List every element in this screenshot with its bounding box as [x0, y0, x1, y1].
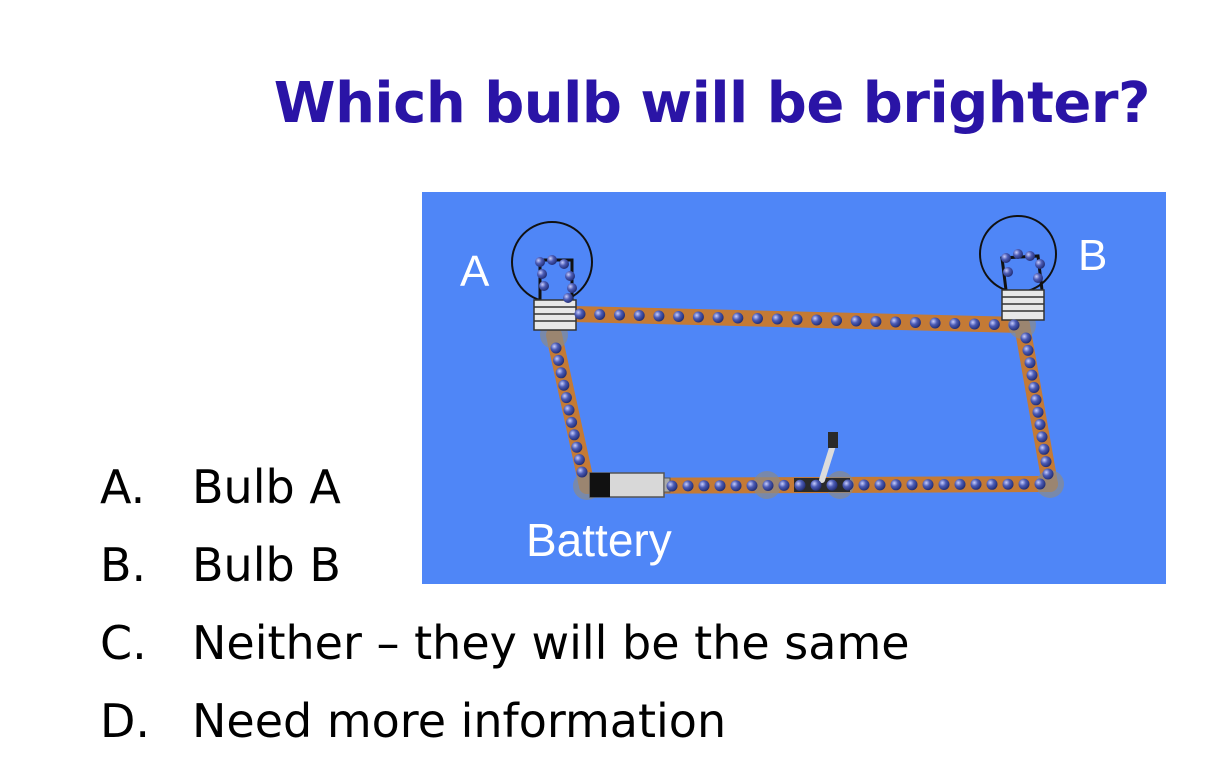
electron [730, 480, 742, 492]
electron [1020, 332, 1032, 344]
electron [560, 392, 572, 404]
electron [986, 478, 998, 490]
electron [810, 479, 822, 491]
electron [949, 318, 961, 329]
electron [850, 315, 862, 327]
electron [1018, 478, 1030, 490]
bulb-a-base [533, 299, 577, 331]
electron [922, 479, 934, 491]
electron [938, 479, 950, 490]
circuit-svg: A B Battery [422, 192, 1166, 584]
electrons [550, 308, 1054, 492]
electron [666, 480, 678, 492]
answer-option-c[interactable]: C. Neither – they will be the same [100, 604, 910, 682]
electron [558, 379, 570, 391]
electron [571, 441, 583, 453]
answer-letter: B. [100, 538, 147, 592]
electron [633, 310, 645, 321]
electron [771, 313, 783, 325]
electron [909, 317, 921, 328]
electron [553, 354, 565, 366]
question-title: Which bulb will be brighter? [273, 71, 1151, 136]
electron [752, 313, 763, 324]
electron [673, 311, 685, 322]
bulb-a-label: A [460, 247, 490, 296]
answer-option-d[interactable]: D. Need more information [100, 682, 910, 760]
electron [692, 311, 704, 323]
electron [1030, 394, 1042, 406]
answer-text: Bulb B [192, 538, 341, 592]
electron [614, 309, 625, 321]
answer-text: Need more information [192, 694, 727, 748]
electron [778, 479, 790, 491]
electron [811, 314, 823, 326]
circuit-diagram: A B Battery [422, 192, 1166, 584]
electron [573, 454, 585, 466]
electron [762, 480, 774, 491]
electron [574, 308, 586, 320]
electron [653, 310, 665, 322]
electron [929, 317, 941, 329]
electron [969, 318, 980, 330]
electron [1034, 478, 1046, 490]
electron [576, 466, 588, 478]
electron [714, 480, 726, 492]
electron [890, 316, 902, 328]
circuit-background [422, 192, 1166, 584]
electron [712, 312, 724, 323]
electron [970, 478, 982, 490]
electron [794, 479, 806, 491]
answer-text: Bulb A [192, 460, 341, 514]
electron [1036, 431, 1048, 443]
electron [874, 479, 886, 491]
electron [682, 480, 694, 492]
answer-option-a[interactable]: A. Bulb A [100, 448, 910, 526]
electron [870, 316, 882, 327]
electron [1026, 369, 1038, 381]
electron [791, 314, 803, 325]
electron [566, 416, 578, 428]
electron [550, 342, 562, 354]
electron [1024, 357, 1036, 369]
electron [1028, 382, 1040, 393]
electron [746, 480, 758, 492]
battery [589, 472, 671, 498]
electron [563, 404, 575, 416]
bulb-b-base [1001, 289, 1045, 321]
electron [831, 315, 842, 326]
electron [858, 479, 870, 491]
electron [698, 480, 710, 492]
electron [1040, 456, 1052, 468]
electron [594, 309, 606, 320]
answer-list: A. Bulb A B. Bulb B C. Neither – they wi… [100, 448, 910, 760]
electron [1042, 468, 1054, 480]
electron [988, 319, 1000, 330]
electron [1002, 478, 1014, 490]
electron [555, 367, 567, 379]
electron [1032, 406, 1044, 418]
electron [890, 479, 902, 491]
electron [568, 429, 580, 441]
electron [906, 479, 918, 491]
bulb-b-label: B [1078, 231, 1107, 280]
battery-label: Battery [526, 514, 672, 566]
electron [1022, 344, 1034, 356]
answer-option-b[interactable]: B. Bulb B [100, 526, 910, 604]
bulb-b [979, 215, 1057, 321]
answer-letter: D. [100, 694, 151, 748]
answer-letter: A. [100, 460, 146, 514]
electron [732, 312, 744, 324]
answer-letter: C. [100, 616, 147, 670]
electron [954, 478, 966, 490]
electron [1034, 419, 1046, 430]
electron [826, 479, 838, 491]
electron [1038, 443, 1050, 455]
electron [1008, 319, 1020, 331]
electron [842, 479, 854, 491]
answer-text: Neither – they will be the same [192, 616, 910, 670]
